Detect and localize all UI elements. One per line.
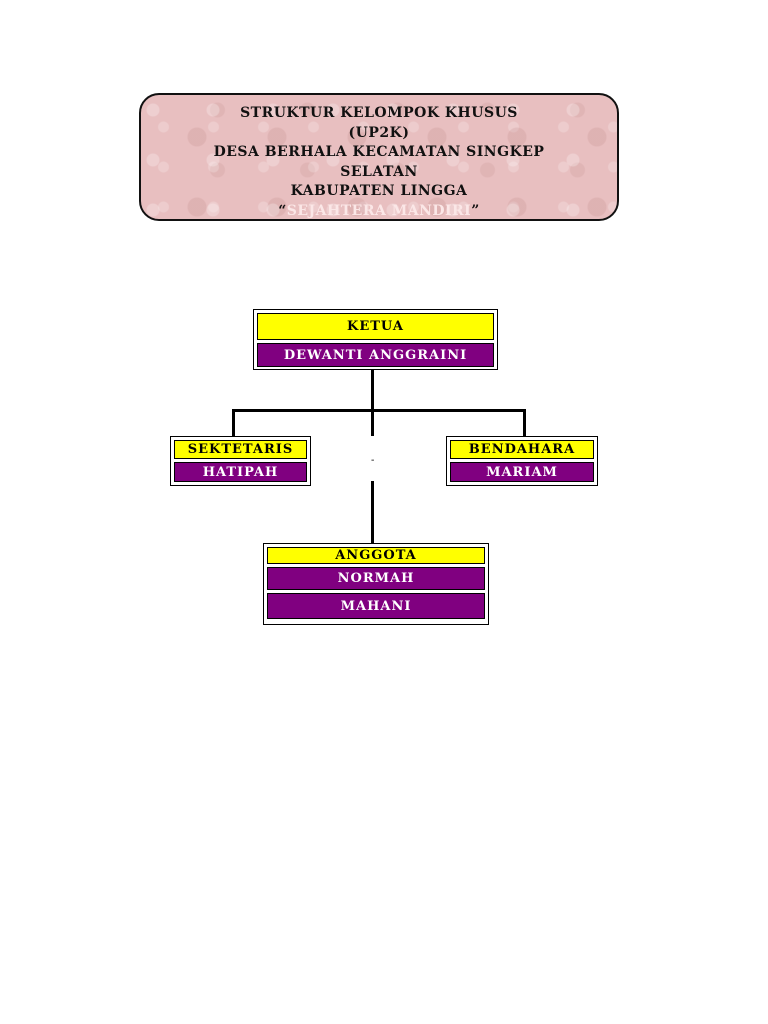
motto-text: SEJAHTERA MANDIRI: [286, 202, 472, 219]
connector-horizontal: [232, 409, 526, 412]
sekretaris-name: HATIPAH: [174, 462, 307, 482]
bendahara-role: BENDAHARA: [450, 440, 594, 459]
bendahara-name: MARIAM: [450, 462, 594, 482]
motto: “SEJAHTERA MANDIRI”: [141, 202, 617, 222]
connector-anggota-up: [371, 481, 374, 545]
ketua-role: KETUA: [257, 313, 494, 340]
separator-mark: -: [371, 455, 375, 466]
motto-open-quote: “: [278, 202, 287, 219]
bendahara-box: BENDAHARA MARIAM: [446, 436, 598, 486]
connector-left-down: [232, 409, 235, 437]
anggota-member: MAHANI: [267, 593, 485, 619]
motto-close-quote: ”: [471, 202, 480, 219]
sekretaris-role: SEKTETARIS: [174, 440, 307, 459]
title-line-5: KABUPATEN LINGGA: [290, 183, 468, 199]
connector-right-down: [523, 409, 526, 437]
anggota-box: ANGGOTA NORMAH MAHANI: [263, 543, 489, 625]
ketua-box: KETUA DEWANTI ANGGRAINI: [253, 309, 498, 370]
title-line-2: (UP2K): [348, 124, 410, 141]
sekretaris-box: SEKTETARIS HATIPAH: [170, 436, 311, 486]
anggota-role: ANGGOTA: [267, 547, 485, 564]
title-line-1: STRUKTUR KELOMPOK KHUSUS: [240, 105, 518, 121]
anggota-member: NORMAH: [267, 567, 485, 590]
title-banner: STRUKTUR KELOMPOK KHUSUS (UP2K) DESA BER…: [139, 93, 619, 221]
title-line-3: DESA BERHALA KECAMATAN SINGKEP: [213, 144, 545, 160]
connector-ketua-down: [371, 369, 374, 436]
ketua-name: DEWANTI ANGGRAINI: [257, 343, 494, 367]
title-line-4: SELATAN: [340, 163, 418, 180]
